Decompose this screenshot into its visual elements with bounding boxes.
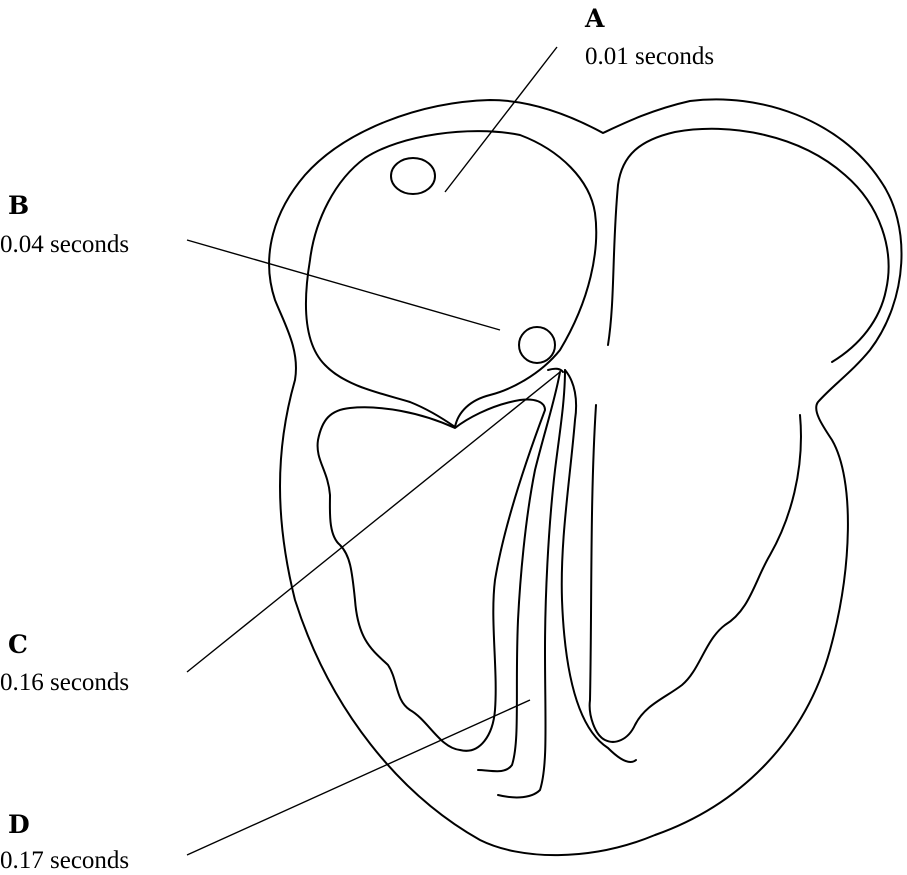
- label-d-time: 0.17 seconds: [0, 848, 129, 873]
- av-node: [519, 327, 555, 363]
- right-ventricle-chamber: [318, 399, 545, 750]
- label-c-time: 0.16 seconds: [0, 670, 129, 695]
- left-atrium-chamber: [608, 129, 889, 362]
- leader-line-c: [187, 372, 560, 672]
- heart-outer-wall: [269, 99, 901, 855]
- label-c-letter: C: [8, 632, 28, 657]
- leader-line-d: [187, 700, 530, 855]
- label-b-letter: B: [8, 193, 29, 218]
- bundle-fiber-1: [562, 370, 636, 762]
- leader-lines: [187, 47, 560, 855]
- label-a-time: 0.01 seconds: [585, 44, 714, 69]
- label-b-time: 0.04 seconds: [0, 232, 129, 257]
- bundle-fiber-2: [498, 370, 565, 797]
- right-atrium-chamber: [306, 131, 596, 427]
- heart-outline: [269, 99, 901, 855]
- label-a-letter: A: [585, 6, 604, 31]
- label-d-letter: D: [8, 812, 30, 837]
- leader-line-a: [445, 47, 557, 192]
- sa-node: [391, 158, 435, 194]
- left-ventricle-wall: [590, 405, 801, 742]
- leader-line-b: [187, 240, 500, 330]
